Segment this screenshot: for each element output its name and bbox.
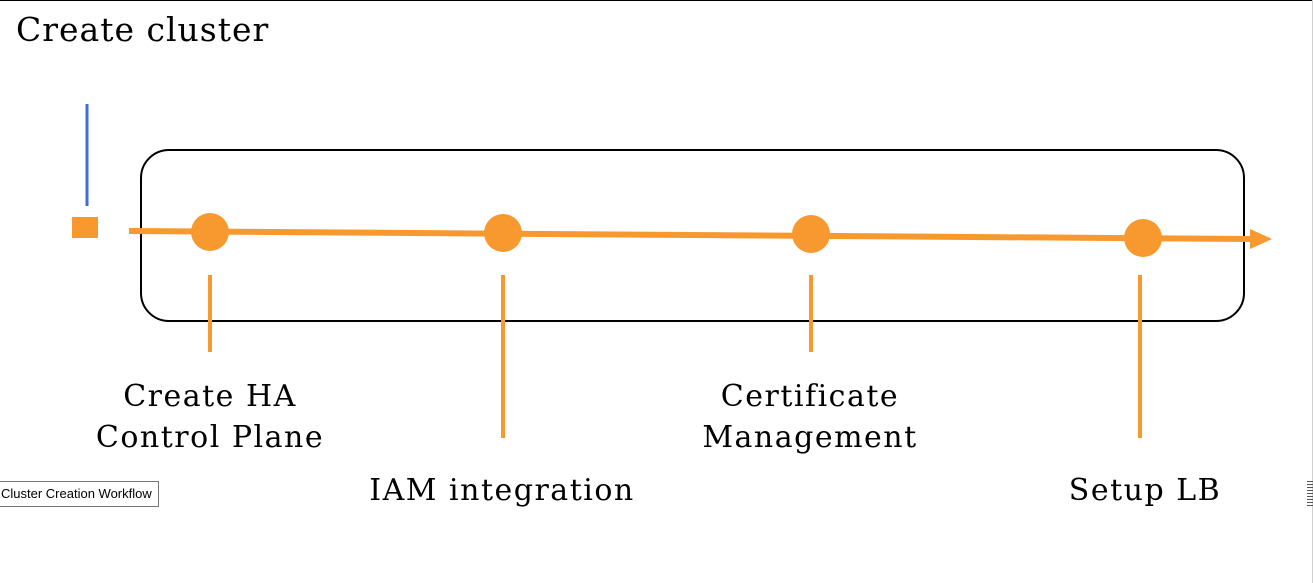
milestone-label-2-line1: IAM integration	[369, 473, 635, 508]
slide-title: Create cluster	[16, 10, 270, 49]
timeline-line	[128, 228, 1255, 242]
milestone-node-3	[792, 215, 830, 253]
milestone-label-1-line1: Create HA	[123, 379, 297, 414]
timeline-arrowhead	[1250, 229, 1272, 249]
milestone-node-2	[484, 214, 522, 252]
milestone-label-2: IAM integration	[369, 470, 634, 511]
milestone-label-1: Create HA Control Plane	[96, 376, 324, 458]
milestone-label-4: Setup LB	[1069, 470, 1221, 511]
milestone-label-1-line2: Control Plane	[95, 420, 325, 455]
resize-handle[interactable]	[1307, 481, 1313, 507]
timeline-frame	[140, 149, 1245, 322]
milestone-label-4-line1: Setup LB	[1068, 473, 1222, 508]
start-marker	[72, 217, 98, 238]
milestone-label-3-line1: Certificate	[720, 379, 900, 414]
milestone-label-3-line2: Management	[702, 420, 918, 455]
milestone-node-4	[1124, 219, 1162, 257]
milestone-node-1	[191, 213, 229, 251]
top-border	[0, 0, 1313, 1]
tooltip: Cluster Creation Workflow	[0, 481, 159, 507]
milestone-label-3: Certificate Management	[702, 376, 917, 458]
